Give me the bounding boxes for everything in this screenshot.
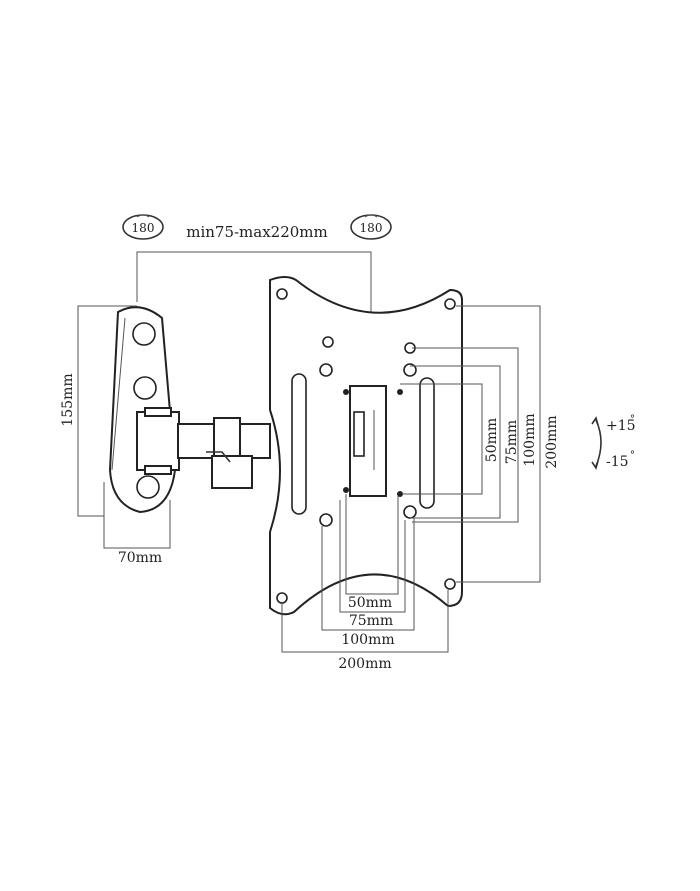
- vesa-h-50-label: 50mm: [348, 595, 392, 611]
- wall-plate-hole-middle: [133, 376, 157, 400]
- vesa-v-75-dimension-line: [410, 365, 501, 519]
- rotation-badge-right-text: 180: [360, 221, 383, 235]
- vesa-v-200-label: 200mm: [544, 415, 560, 468]
- wall-width-dimension-line: [103, 482, 171, 549]
- wall-plate-hole-bottom: [136, 475, 160, 499]
- vesa-h-75-dimension-line: [339, 500, 406, 613]
- tilt-down-degree: °: [630, 450, 635, 461]
- tilt-indicator: +15 ° -15 °: [591, 414, 636, 470]
- rotation-badge-left: 180: [122, 214, 164, 240]
- rotation-badge-right: 180: [350, 214, 392, 240]
- swivel-arm: [136, 407, 271, 489]
- tilt-down-label: -15: [606, 454, 629, 470]
- tilt-up-label: +15: [606, 418, 636, 434]
- wall-height-label: 155mm: [60, 373, 76, 426]
- vesa-v-50-label: 50mm: [484, 418, 500, 462]
- tilt-arc-icon: [595, 419, 602, 467]
- arm-extension-label: min75-max220mm: [186, 223, 328, 241]
- vesa-plate: [269, 276, 463, 616]
- vesa-h-75-label: 75mm: [349, 613, 393, 629]
- vesa-h-50-dimension-line: [345, 494, 399, 595]
- vesa-v-100-label: 100mm: [522, 413, 538, 466]
- vesa-v-200-dimension-line: [456, 305, 541, 583]
- arm-extension-dimension-line: [136, 251, 372, 322]
- vesa-v-75-label: 75mm: [504, 420, 520, 464]
- vesa-v-100-dimension-line: [412, 347, 519, 523]
- vesa-h-200-label: 200mm: [338, 656, 391, 672]
- vesa-h-100-dimension-line: [321, 518, 415, 631]
- vesa-v-50-dimension-line: [400, 383, 483, 495]
- vesa-h-100-label: 100mm: [341, 632, 394, 648]
- tilt-up-degree: °: [630, 414, 635, 425]
- wall-width-label: 70mm: [118, 550, 162, 566]
- rotation-badge-left-text: 180: [132, 221, 155, 235]
- wall-height-dimension-line: [77, 305, 137, 517]
- vesa-h-200-dimension-line: [281, 590, 449, 653]
- wall-plate-hole-top: [132, 322, 156, 346]
